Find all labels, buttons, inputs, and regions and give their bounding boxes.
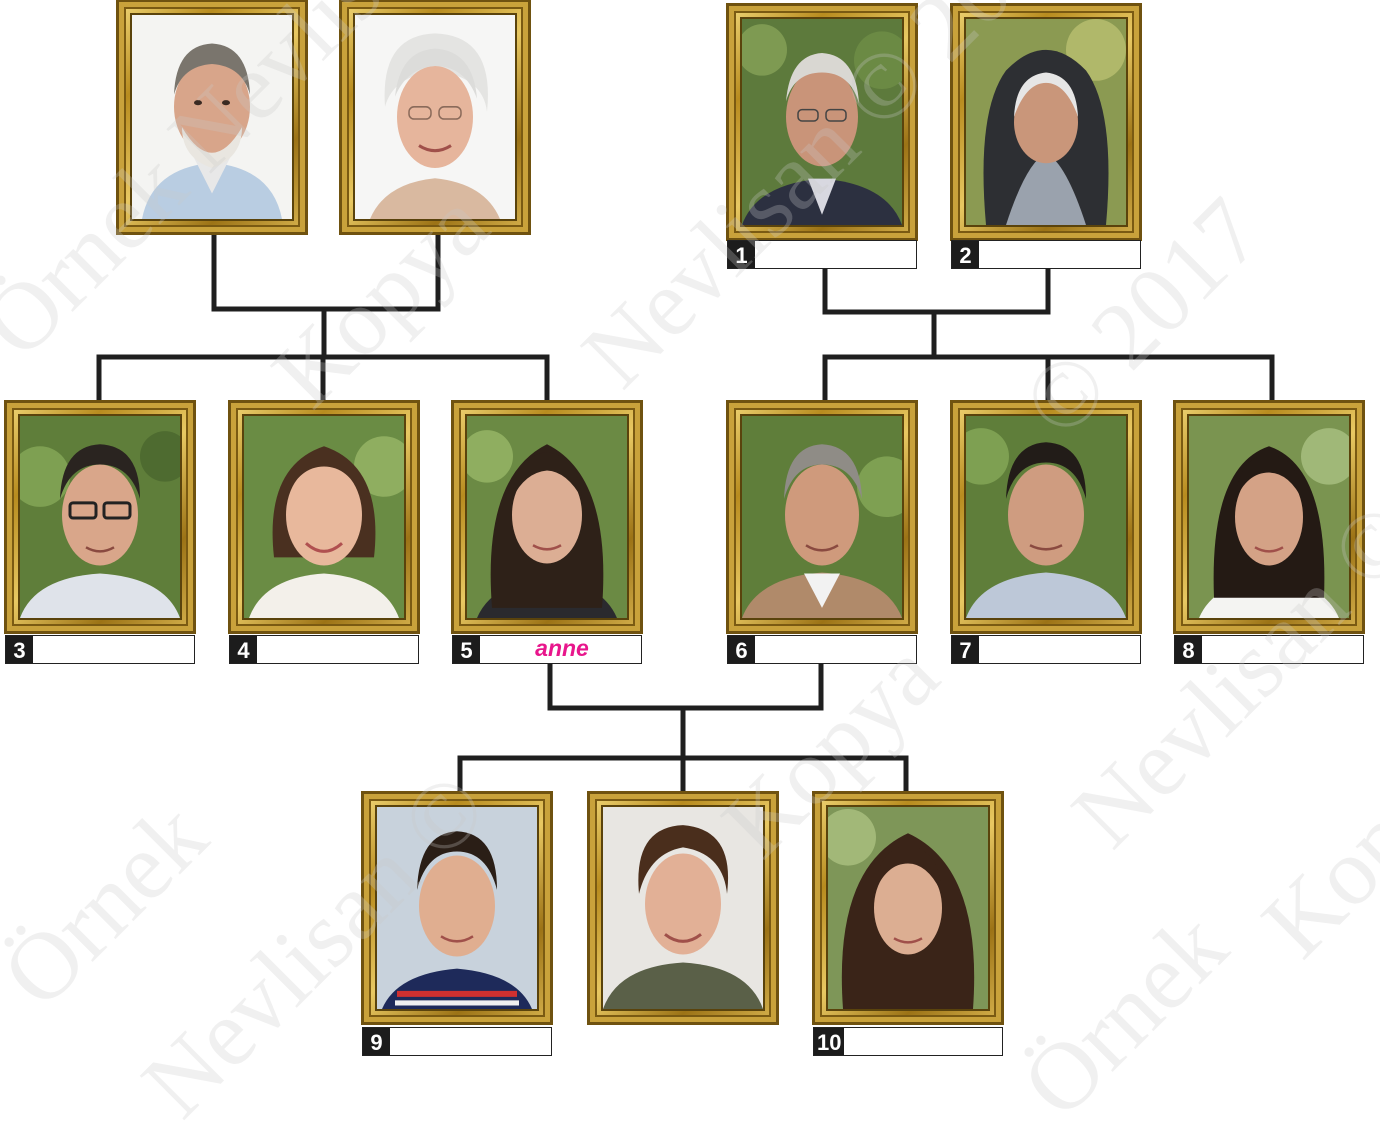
portrait-frame-5 [452, 401, 642, 633]
family-tree-lines [96, 230, 1275, 796]
number-badge-8: 8 [1175, 636, 1202, 663]
photo-elderly-woman-white-hair [355, 15, 515, 219]
answer-box-10[interactable]: 10 [813, 1027, 1003, 1056]
answer-text-7 [982, 636, 1140, 663]
photo-young-man-glasses [20, 416, 180, 618]
photo-middle-aged-man-gray-hair [742, 416, 902, 618]
number-badge-1: 1 [728, 241, 755, 268]
answer-box-4[interactable]: 4 [229, 635, 419, 664]
answer-text-6 [758, 636, 916, 663]
answer-text-4 [260, 636, 418, 663]
portrait-frame-3 [5, 401, 195, 633]
number-badge-2: 2 [952, 241, 979, 268]
portrait-frame-1 [727, 4, 917, 240]
answer-text-3 [36, 636, 194, 663]
answer-text-10 [844, 1028, 1002, 1055]
portrait-frame-grandfather-left [117, 0, 307, 234]
number-badge-3: 3 [6, 636, 33, 663]
photo-elderly-man-white-beard [132, 15, 292, 219]
answer-box-3[interactable]: 3 [5, 635, 195, 664]
answer-box-8[interactable]: 8 [1174, 635, 1364, 664]
left-grandparents-connector [211, 230, 441, 312]
answer-box-1[interactable]: 1 [727, 240, 917, 269]
number-badge-6: 6 [728, 636, 755, 663]
answer-box-9[interactable]: 9 [362, 1027, 552, 1056]
photo-teen-boy-brown-hair [603, 807, 763, 1009]
photo-woman-dark-hair-white-blouse [1189, 416, 1349, 618]
portrait-frame-4 [229, 401, 419, 633]
answer-box-2[interactable]: 2 [951, 240, 1141, 269]
photo-woman-dark-hair [467, 416, 627, 618]
portrait-frame-8 [1174, 401, 1364, 633]
answer-box-6[interactable]: 6 [727, 635, 917, 664]
answer-box-7[interactable]: 7 [951, 635, 1141, 664]
photo-boy-striped-shirt [377, 807, 537, 1009]
portrait-frame-2 [951, 4, 1141, 240]
answer-text-2 [982, 241, 1140, 268]
number-badge-7: 7 [952, 636, 979, 663]
number-badge-10: 10 [814, 1028, 845, 1055]
photo-elderly-woman-headscarf [966, 19, 1126, 225]
portrait-frame-center-grandchild [588, 792, 778, 1024]
photo-young-woman-smiling [244, 416, 404, 618]
portrait-frame-7 [951, 401, 1141, 633]
portrait-frame-9 [362, 792, 552, 1024]
number-badge-9: 9 [363, 1028, 390, 1055]
answer-text-9 [393, 1028, 551, 1055]
answer-box-5[interactable]: 5 anne [452, 635, 642, 664]
right-grandparents-connector [822, 265, 1051, 315]
photo-elderly-man-glasses [742, 19, 902, 225]
answer-text-5: anne [535, 635, 589, 661]
number-badge-5: 5 [453, 636, 480, 663]
parents-connector [547, 662, 824, 711]
answer-text-1 [758, 241, 916, 268]
portrait-frame-6 [727, 401, 917, 633]
photo-teen-girl-long-hair [828, 807, 988, 1009]
number-badge-4: 4 [230, 636, 257, 663]
photo-man-short-dark-hair [966, 416, 1126, 618]
portrait-frame-grandmother-left [340, 0, 530, 234]
answer-text-8 [1205, 636, 1363, 663]
portrait-frame-10 [813, 792, 1003, 1024]
